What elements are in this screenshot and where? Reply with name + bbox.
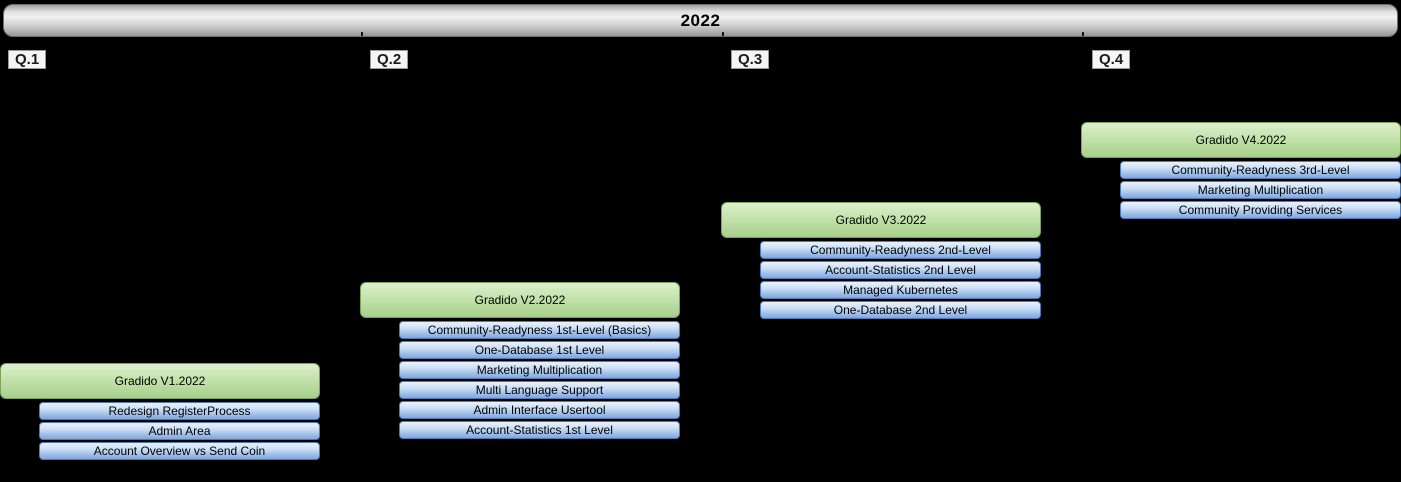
quarter-group-q2: Gradido V2.2022 Community-Readyness 1st-… <box>360 282 680 441</box>
feature-box: Community-Readyness 1st-Level (Basics) <box>399 321 680 339</box>
quarter-label-q2: Q.2 <box>370 50 409 69</box>
feature-box: Account-Statistics 1st Level <box>399 421 680 439</box>
feature-box: Community-Readyness 2nd-Level <box>760 241 1041 259</box>
quarter-group-q4: Gradido V4.2022 Community-Readyness 3rd-… <box>1081 122 1401 221</box>
feature-box: Community Providing Services <box>1120 201 1401 219</box>
feature-box: One-Database 1st Level <box>399 341 680 359</box>
feature-box: Redesign RegisterProcess <box>39 402 320 420</box>
feature-box: Managed Kubernetes <box>760 281 1041 299</box>
feature-box: Multi Language Support <box>399 381 680 399</box>
feature-list-q2: Community-Readyness 1st-Level (Basics) On… <box>399 321 680 439</box>
quarter-label-q1: Q.1 <box>8 50 47 69</box>
feature-box: Admin Area <box>39 422 320 440</box>
quarter-tick <box>1082 32 1084 36</box>
year-bar: 2022 <box>3 4 1398 37</box>
year-title: 2022 <box>680 10 721 30</box>
feature-box: Account Overview vs Send Coin <box>39 442 320 460</box>
feature-box: Account-Statistics 2nd Level <box>760 261 1041 279</box>
release-box-v4: Gradido V4.2022 <box>1081 122 1401 158</box>
quarter-group-q1: Gradido V1.2022 Redesign RegisterProcess… <box>0 363 320 462</box>
feature-box: Admin Interface Usertool <box>399 401 680 419</box>
feature-box: Marketing Multiplication <box>1120 181 1401 199</box>
quarter-tick <box>361 32 363 36</box>
feature-box: Marketing Multiplication <box>399 361 680 379</box>
release-box-v1: Gradido V1.2022 <box>0 363 320 399</box>
release-box-v2: Gradido V2.2022 <box>360 282 680 318</box>
feature-box: One-Database 2nd Level <box>760 301 1041 319</box>
quarter-group-q3: Gradido V3.2022 Community-Readyness 2nd-… <box>721 202 1041 321</box>
quarter-label-q4: Q.4 <box>1092 50 1131 69</box>
quarter-label-q3: Q.3 <box>731 50 770 69</box>
feature-box: Community-Readyness 3rd-Level <box>1120 161 1401 179</box>
release-box-v3: Gradido V3.2022 <box>721 202 1041 238</box>
quarter-tick <box>722 32 724 36</box>
